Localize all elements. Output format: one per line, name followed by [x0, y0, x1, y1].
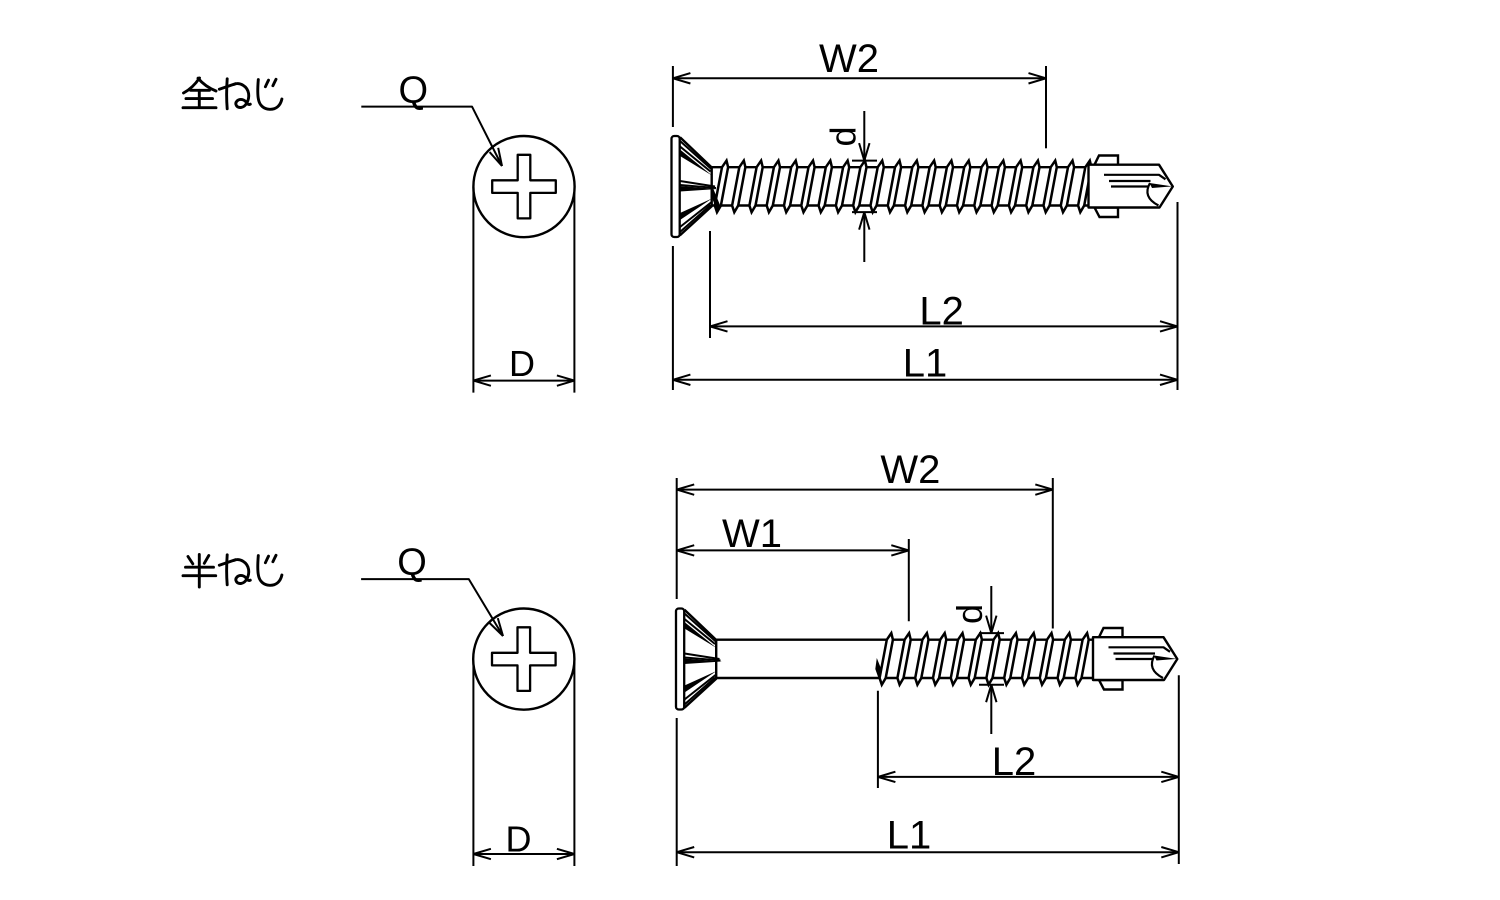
svg-text:d: d: [823, 126, 864, 146]
svg-text:Q: Q: [397, 542, 427, 584]
svg-text:d: d: [949, 604, 990, 624]
svg-text:Q: Q: [399, 70, 429, 112]
svg-text:L2: L2: [992, 740, 1037, 784]
svg-text:L1: L1: [903, 342, 948, 386]
svg-text:W1: W1: [722, 512, 782, 556]
svg-text:D: D: [506, 819, 532, 860]
svg-text:D: D: [509, 343, 535, 384]
svg-text:W2: W2: [819, 37, 879, 81]
svg-text:W2: W2: [880, 448, 940, 492]
svg-text:L2: L2: [919, 290, 964, 334]
svg-text:L1: L1: [887, 814, 932, 858]
